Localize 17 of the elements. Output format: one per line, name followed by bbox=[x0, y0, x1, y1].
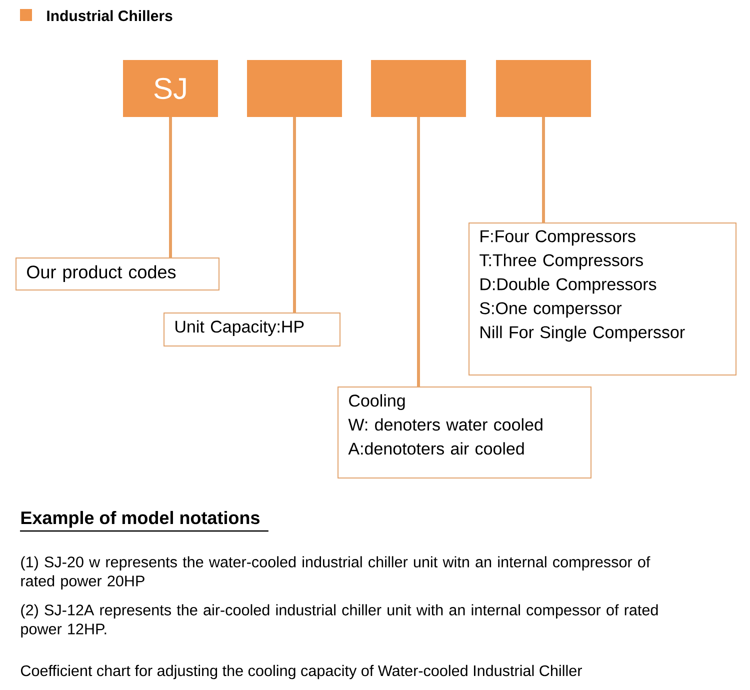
code-box: SJ bbox=[123, 60, 218, 117]
connector-line bbox=[417, 117, 420, 387]
code-box bbox=[247, 60, 342, 117]
description-box: F:Four Compressors T:Three Compressors D:Double Compressors S:One comperssor Nill For Single Comperssor bbox=[468, 222, 736, 376]
chart-caption: Coefficient chart for adjusting the cooling capacity of Water-cooled Industrial Chiller bbox=[21, 664, 582, 680]
code-box bbox=[371, 60, 466, 117]
description-box: Unit Capacity:HP bbox=[164, 312, 340, 346]
connector-line bbox=[293, 117, 296, 313]
example-note: (1) SJ-20 w represents the water-cooled industrial chiller unit witn an internal compressor of rated power 20HP bbox=[21, 556, 650, 590]
connector-line bbox=[169, 117, 172, 258]
code-box bbox=[496, 60, 591, 117]
example-note: (2) SJ-12A represents the air-cooled industrial chiller unit with an internal compessor of rated power 12HP. bbox=[21, 604, 658, 638]
description-box: Cooling W: denoters water cooled A:denototers air cooled bbox=[338, 386, 592, 478]
connector-line bbox=[542, 117, 545, 223]
section-heading: Example of model notations bbox=[21, 510, 260, 528]
description-box: Our product codes bbox=[16, 258, 220, 290]
title: Industrial Chillers bbox=[47, 10, 172, 22]
